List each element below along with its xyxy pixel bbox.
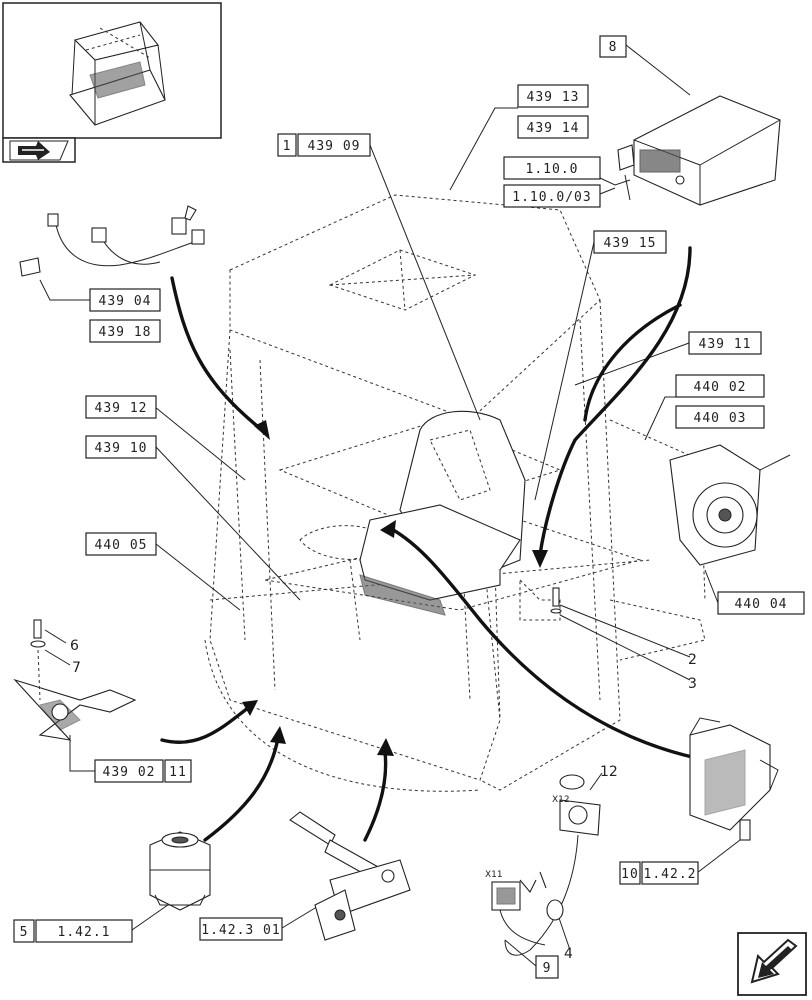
svg-text:1.10.0: 1.10.0: [526, 162, 579, 177]
svg-text:440 03: 440 03: [694, 411, 747, 426]
reference-label-440-04[interactable]: 440 04: [717, 591, 805, 615]
callout-7: 7: [72, 660, 81, 676]
reference-label-439-11[interactable]: 439 11: [688, 331, 762, 355]
reference-label-439-18[interactable]: 439 18: [89, 319, 161, 343]
svg-text:8: 8: [609, 40, 618, 55]
pedal-component: [13, 619, 137, 741]
reference-label-1-439-09[interactable]: 1 439 09: [277, 133, 371, 157]
reference-label-9[interactable]: 9: [535, 955, 559, 979]
svg-text:1.42.3 01: 1.42.3 01: [201, 923, 280, 938]
svg-text:439 14: 439 14: [527, 121, 580, 136]
reference-label-439-12[interactable]: 439 12: [85, 395, 157, 419]
svg-text:1: 1: [283, 139, 292, 154]
reference-label-10-1-42-2[interactable]: 10 1.42.2: [619, 861, 699, 885]
callout-12: 12: [600, 764, 618, 780]
callout-3: 3: [688, 676, 697, 692]
connector-label-x11: X11: [485, 870, 503, 880]
svg-text:439 11: 439 11: [699, 337, 752, 352]
svg-text:440 04: 440 04: [735, 597, 788, 612]
thumbnail-panel[interactable]: [2, 2, 222, 163]
reference-label-439-04[interactable]: 439 04: [89, 288, 161, 312]
svg-text:440 05: 440 05: [95, 538, 148, 553]
reference-label-440-02[interactable]: 440 02: [675, 374, 765, 398]
reference-label-439-10[interactable]: 439 10: [85, 435, 157, 459]
reference-label-439-02-11[interactable]: 439 02 11: [94, 759, 192, 783]
reference-label-1-10-0-03[interactable]: 1.10.0/03: [503, 184, 601, 208]
callout-4: 4: [564, 946, 573, 962]
callout-6: 6: [70, 638, 79, 654]
harness-connector-component: [491, 774, 601, 956]
svg-text:11: 11: [169, 765, 187, 780]
previous-page-arrow-icon[interactable]: [18, 141, 50, 160]
reference-label-8[interactable]: 8: [599, 35, 627, 58]
svg-text:10: 10: [621, 867, 639, 882]
reference-label-1-10-0[interactable]: 1.10.0: [503, 156, 601, 180]
distributor-valve-component: [689, 717, 779, 841]
operator-seat: [359, 410, 526, 616]
reference-label-440-05[interactable]: 440 05: [85, 532, 157, 556]
next-page-arrow-icon[interactable]: [737, 932, 807, 996]
svg-text:440 02: 440 02: [694, 380, 747, 395]
reference-label-1-42-3-01[interactable]: 1.42.3 01: [199, 917, 283, 941]
reference-label-439-14[interactable]: 439 14: [517, 115, 589, 139]
callout-2: 2: [688, 652, 697, 668]
hydraulic-lever-component: [289, 811, 411, 941]
reference-label-439-15[interactable]: 439 15: [593, 230, 667, 254]
leader-lines: [39, 44, 741, 967]
reference-label-439-13[interactable]: 439 13: [517, 84, 589, 108]
connector-label-x12: X12: [552, 795, 570, 805]
svg-text:439 02: 439 02: [103, 765, 156, 780]
svg-text:1.10.0/03: 1.10.0/03: [512, 190, 591, 205]
svg-text:5: 5: [20, 925, 29, 940]
svg-text:439 12: 439 12: [95, 401, 148, 416]
svg-text:439 13: 439 13: [527, 90, 580, 105]
compressor-component: [669, 444, 791, 566]
svg-text:439 15: 439 15: [604, 236, 657, 251]
cab-overview-thumbnail-icon: [69, 21, 166, 126]
reference-label-440-03[interactable]: 440 03: [675, 405, 765, 429]
svg-text:439 10: 439 10: [95, 441, 148, 456]
svg-text:1.42.1: 1.42.1: [58, 925, 111, 940]
wiring-harness-component: [19, 205, 205, 277]
svg-text:439 09: 439 09: [308, 139, 361, 154]
control-box-component: [617, 95, 781, 206]
svg-text:1.42.2: 1.42.2: [644, 867, 697, 882]
reference-label-5-1-42-1[interactable]: 5 1.42.1: [13, 919, 133, 943]
svg-text:9: 9: [543, 961, 552, 976]
svg-text:439 18: 439 18: [99, 325, 152, 340]
steering-unit-component: [149, 831, 211, 911]
bolt-component: [550, 587, 562, 614]
svg-text:439 04: 439 04: [99, 294, 152, 309]
